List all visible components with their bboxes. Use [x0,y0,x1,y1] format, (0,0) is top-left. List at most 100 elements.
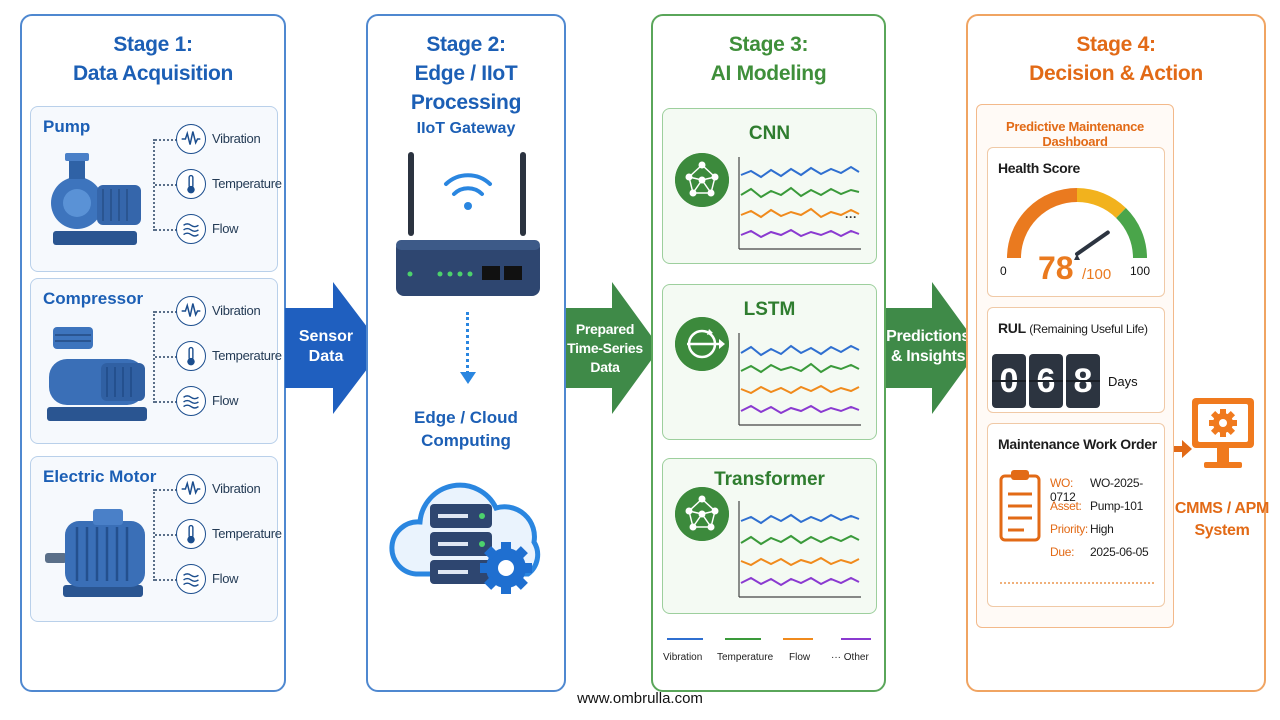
divider [1000,582,1154,584]
compressor-icon [47,327,147,421]
equipment-card-compressor: Compressor Vibration Temperature Flow [30,278,282,444]
gauge-min-label: 0 [1000,264,1007,278]
stage-4-name: Decision & Action [1029,62,1203,85]
sensor-temperature: Temperature [176,169,282,199]
model-name: CNN [748,123,791,144]
rul-card: RUL (Remaining Useful Life) 0 6 8 Days [987,307,1165,413]
sensor-label: Temperature [212,176,282,191]
legend-swatch-temperature [725,638,761,640]
equipment-card-electric-motor: Electric Motor Vibration Temperature Flo… [30,456,282,622]
sensor-temperature: Temperature [176,519,282,549]
health-score-card: Health Score 0 78 /100 100 [987,147,1165,297]
rul-title: RUL (Remaining Useful Life) [998,320,1148,336]
sensor-label: Vibration [212,131,261,146]
sensor-label: Vibration [212,481,261,496]
vibration-icon [176,124,206,154]
gauge-needle [1074,230,1110,260]
footer-url: www.ombrulla.com [577,690,703,707]
thermometer-icon [176,169,206,199]
neural-network-icon [675,153,729,207]
arrow-label-predictions: Predictions& Insights [886,328,970,365]
svg-text:···: ··· [845,210,857,224]
neural-network-icon [675,487,729,541]
legend-swatch-flow [783,638,813,640]
model-name: Transformer [714,469,825,490]
legend-swatch-vibration [667,638,703,640]
health-gauge [1007,188,1147,260]
flow-icon [176,214,206,244]
clipboard-icon [999,470,1041,542]
sensor-connector [153,139,177,231]
gateway-router-icon [396,152,540,296]
equipment-name: Compressor [43,289,144,308]
equipment-name: Electric Motor [43,467,157,486]
gateway-label: IIoT Gateway [416,120,516,137]
sensor-label: Temperature [212,526,282,541]
gauge-max-label: 100 [1130,264,1151,278]
stage-3-number: Stage 3: [728,33,809,56]
flow-arrow-predictions [886,282,980,414]
electric-motor-icon [45,509,145,597]
sensor-label: Vibration [212,303,261,318]
sensor-vibration: Vibration [176,474,276,504]
stage-4-title: Stage 4: Decision & Action [968,30,1264,88]
health-score-title: Health Score [998,160,1080,176]
model-card-cnn: CNN ··· [662,108,877,264]
gateway-to-cloud-connector [466,312,469,374]
time-series-chart [738,501,861,598]
gauge-needle-line [1075,230,1110,256]
stage-3-title: Stage 3: AI Modeling [653,30,884,88]
stage-1-panel: Stage 1: Data Acquisition Pump Vibration… [20,14,286,692]
sensor-label: Flow [212,393,239,408]
time-series-chart [738,333,861,426]
sensor-flow: Flow [176,214,276,244]
right-arrow-icon [1174,440,1192,458]
sensor-flow: Flow [176,564,276,594]
legend-label: Flow [789,652,811,663]
health-score-value: 78 [1038,250,1074,286]
rul-unit: Days [1108,374,1138,389]
rul-digit: 8 [1066,354,1100,408]
work-order-row: Asset:Pump-101 [1050,499,1143,513]
stage-3-panel: Stage 3: AI Modeling CNN ··· LSTM [651,14,886,692]
sensor-connector [153,489,177,581]
rul-digit: 0 [992,354,1026,408]
time-series-chart: ··· [738,157,861,250]
thermometer-icon [176,519,206,549]
legend-label: ··· Other [831,652,869,663]
work-order-title: Maintenance Work Order [998,436,1157,452]
stage-2-title: Stage 2: Edge / IIoT Processing [368,30,564,117]
flow-arrow-sensor-data [285,282,383,414]
sensor-label: Flow [212,571,239,586]
vibration-icon [176,296,206,326]
work-order-row: Due:2025-06-05 [1050,545,1149,559]
flow-icon [176,386,206,416]
thermometer-icon [176,341,206,371]
rul-title-main: RUL [998,320,1026,336]
rul-digit: 6 [1029,354,1063,408]
stage-2-panel: Stage 2: Edge / IIoT Processing IIoT Gat… [366,14,566,692]
sensor-temperature: Temperature [176,341,282,371]
pump-icon [51,153,141,245]
cloud-server-icon [389,482,541,594]
cmms-monitor-icon [1192,398,1254,468]
stage-3-name: AI Modeling [710,62,827,85]
predictive-maintenance-dashboard: Predictive Maintenance Dashboard Health … [976,104,1174,628]
legend-swatch-other [841,638,871,640]
stage-4-number: Stage 4: [1076,33,1156,56]
work-order-row: WO:WO-2025-0712 [1050,476,1143,504]
equipment-name: Pump [43,117,91,136]
sensor-vibration: Vibration [176,296,276,326]
model-card-lstm: LSTM [662,284,877,440]
down-arrow-icon [460,372,476,384]
stage-4-panel: Stage 4: Decision & Action Predictive Ma… [966,14,1269,692]
legend-label: Vibration [663,652,703,663]
work-order-row: Priority:High [1050,522,1114,536]
sensor-flow: Flow [176,386,276,416]
health-score-unit: /100 [1082,266,1112,283]
stage-1-name: Data Acquisition [72,62,234,85]
chart-legend: Vibration Temperature Flow ··· Other [663,638,878,668]
